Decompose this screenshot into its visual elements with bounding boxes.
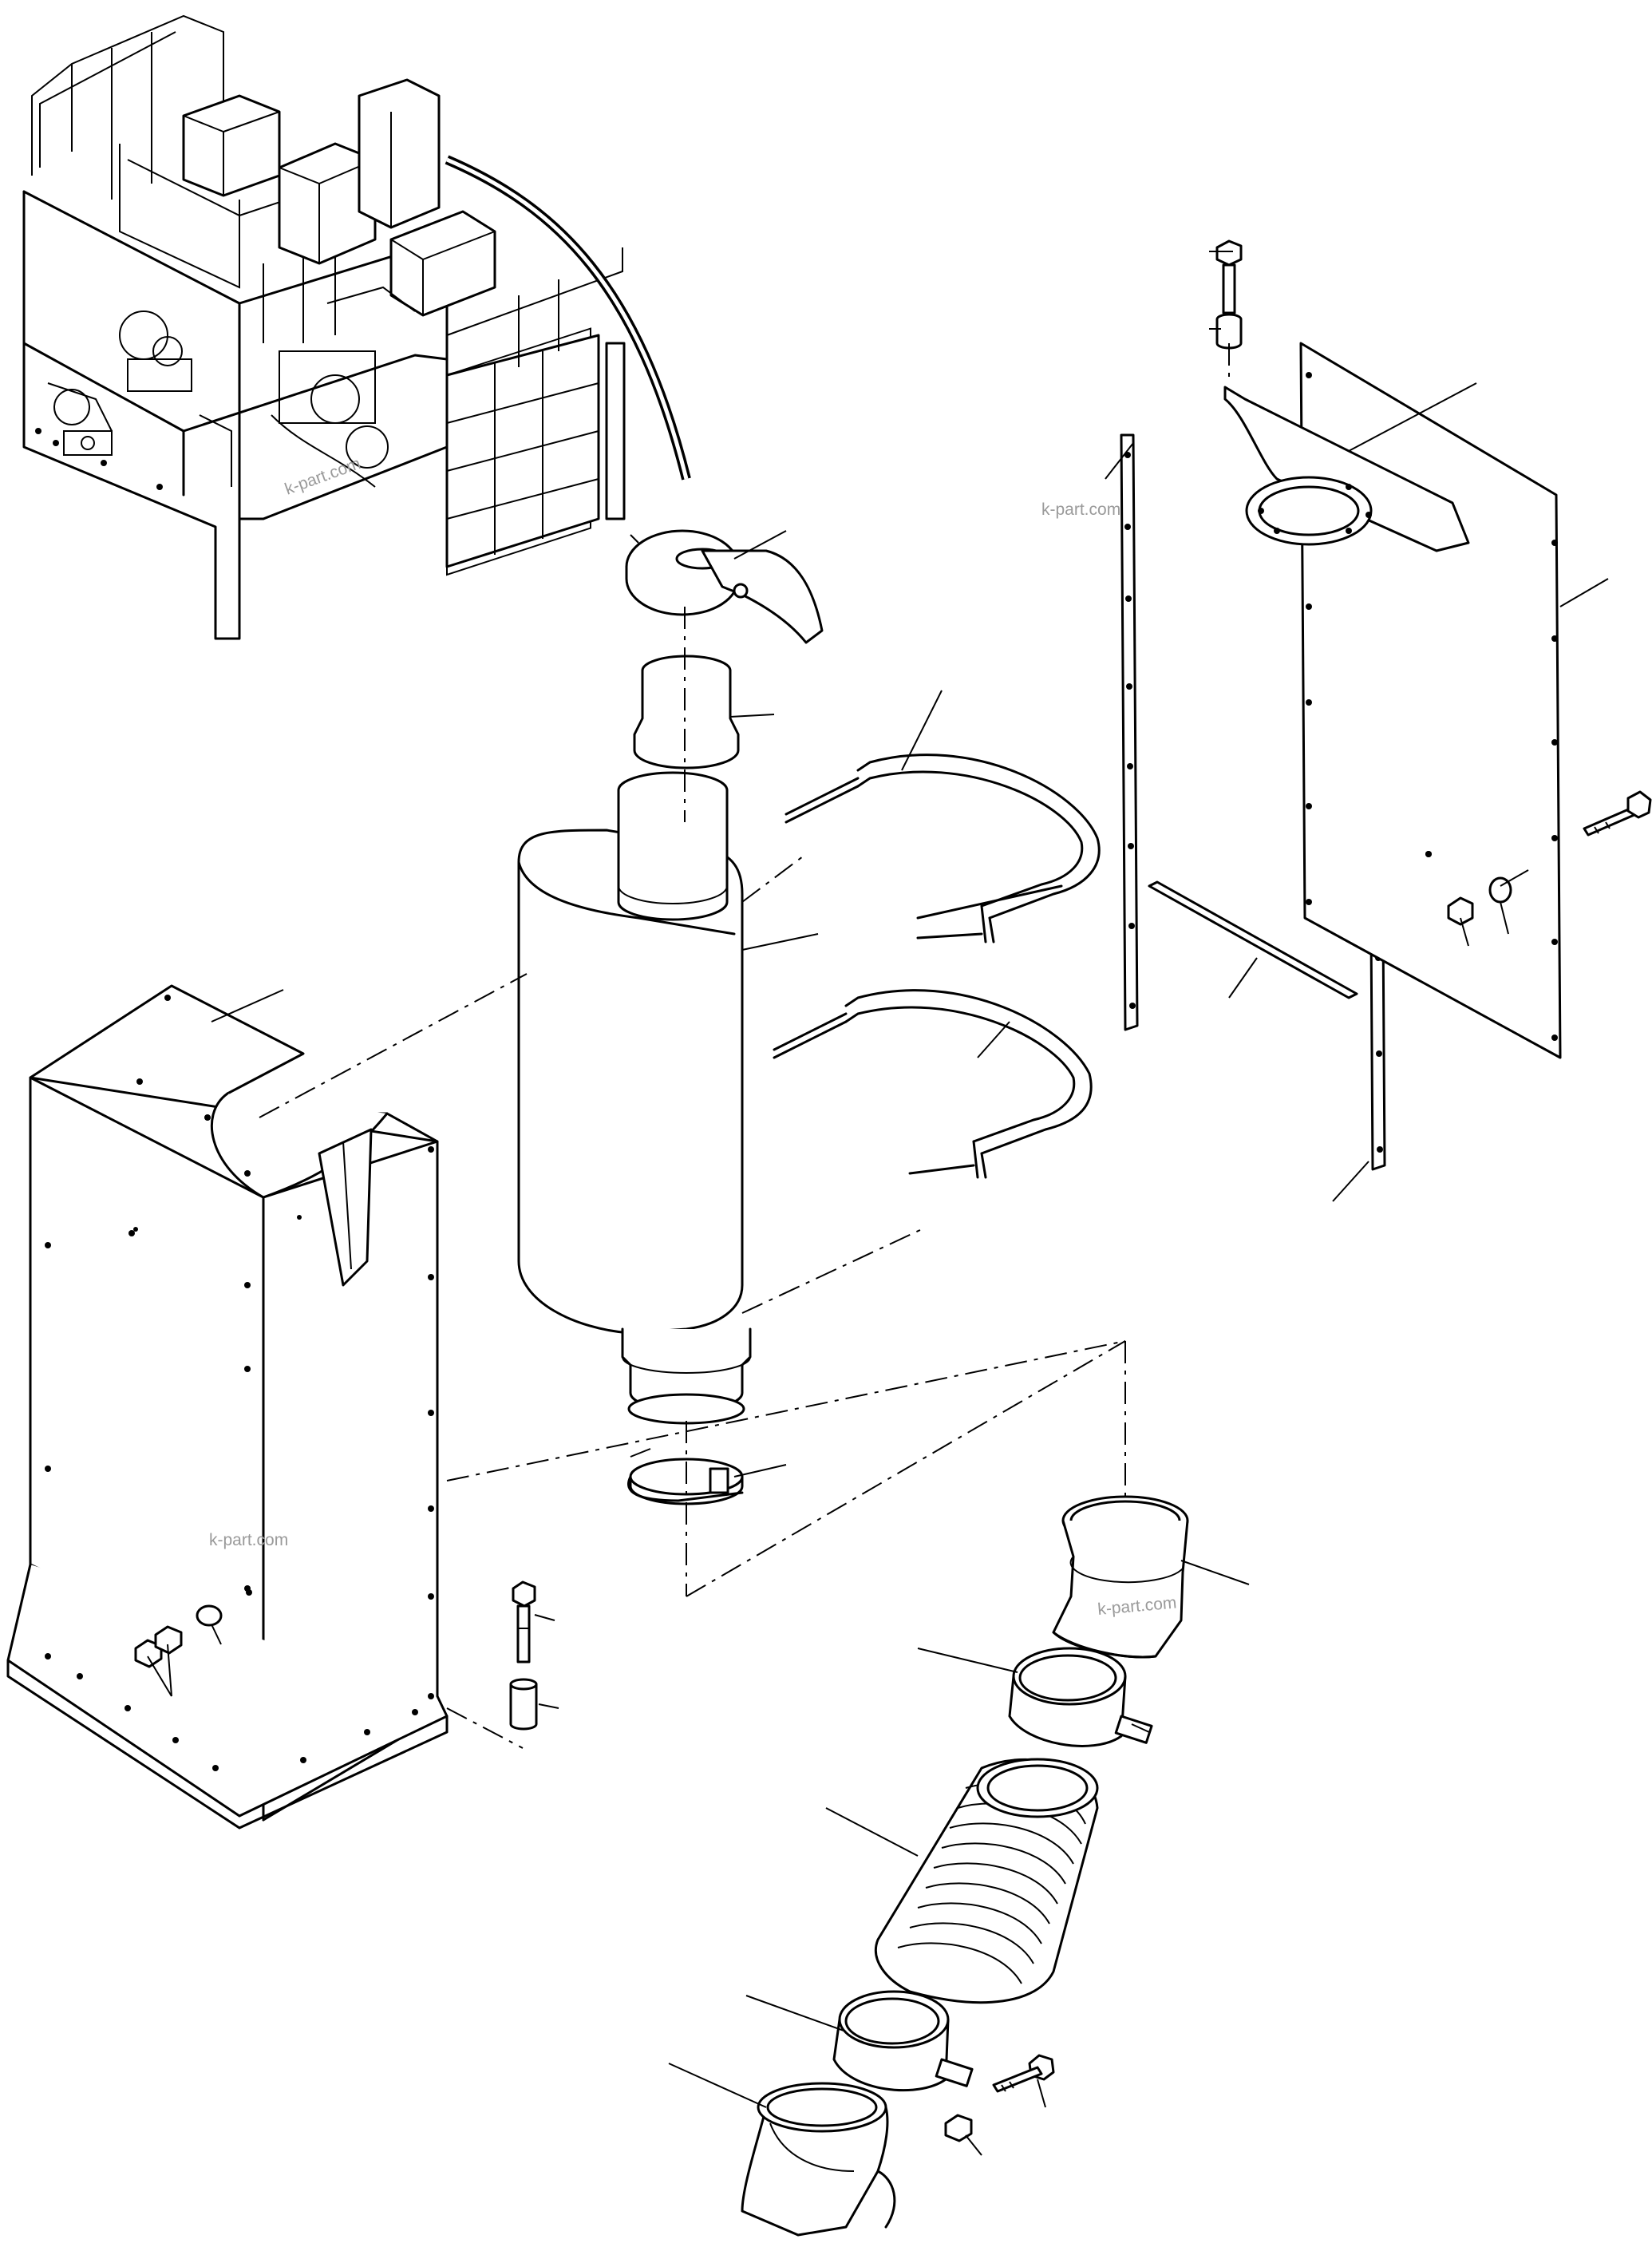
- bolt-icon: [944, 2054, 1055, 2142]
- strap-icon: [773, 989, 1093, 1179]
- stand-icon: [6, 984, 449, 1830]
- machine-overview-icon: [22, 14, 691, 640]
- elbow-icon: [1052, 1495, 1189, 1659]
- bolt-icon: [509, 1580, 538, 1731]
- rain-cap-icon: [625, 529, 824, 644]
- elbow-icon: [741, 2082, 896, 2237]
- centerlines: [259, 343, 1230, 1749]
- strap-icon: [785, 754, 1101, 943]
- muffler-icon: [517, 771, 752, 1425]
- bolt-icon: [1215, 239, 1243, 350]
- hose-clamp-icon: [832, 1990, 974, 2092]
- bellows-icon: [874, 1758, 1099, 2004]
- tail-pipe-icon: [633, 655, 740, 769]
- leader-lines: [147, 251, 1609, 2156]
- hose-clamp-icon: [1008, 1647, 1153, 1747]
- clamp-icon: [627, 1448, 744, 1505]
- watermark-3: k-part.com: [1041, 500, 1120, 519]
- watermark-2: k-part.com: [209, 1531, 288, 1549]
- bolt-icon: [1425, 790, 1652, 926]
